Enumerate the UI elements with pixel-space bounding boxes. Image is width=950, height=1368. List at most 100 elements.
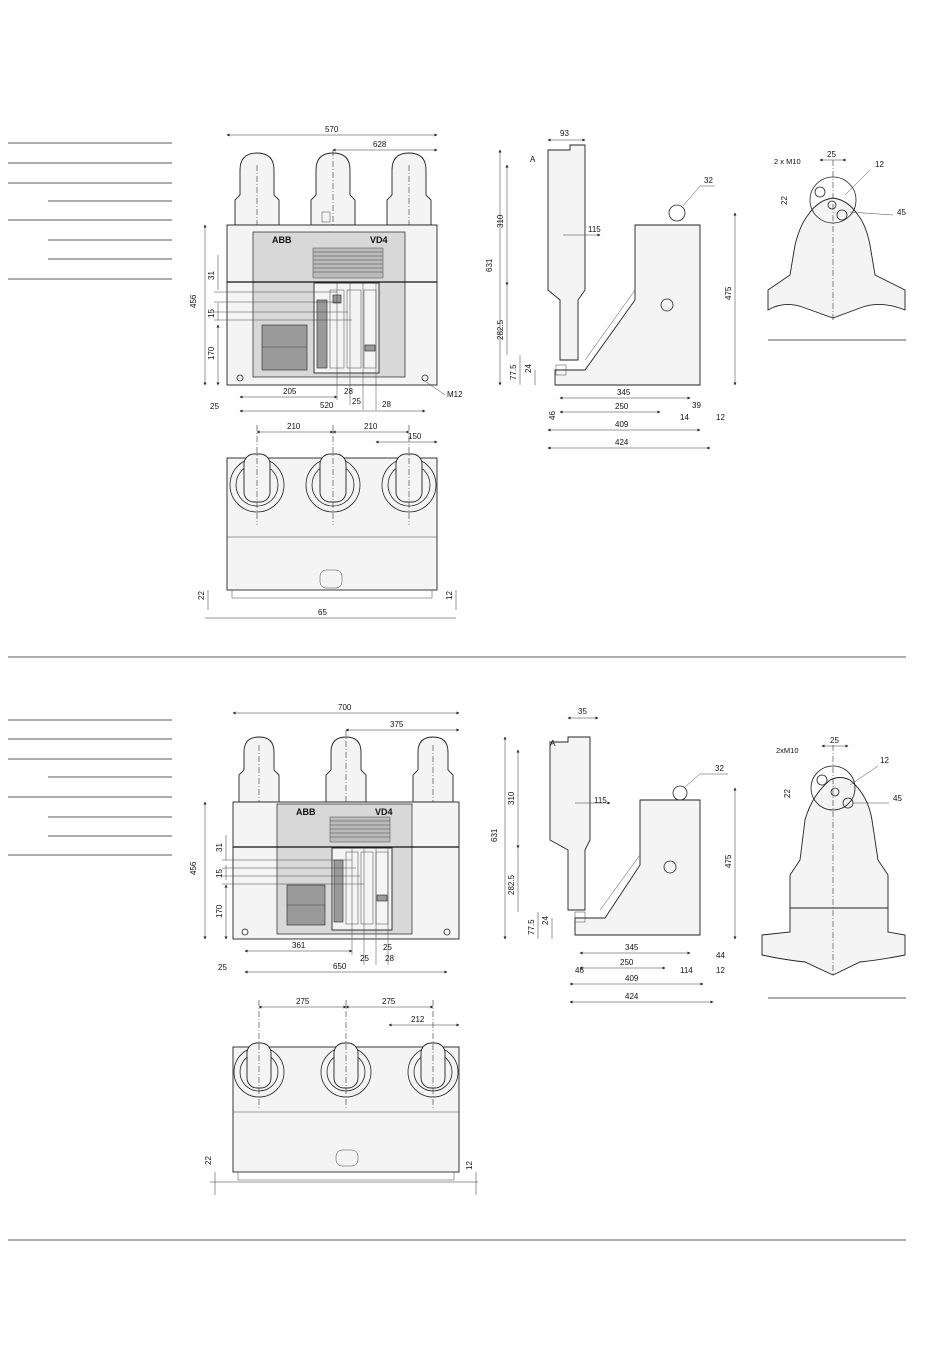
- dim-front2-25b: 25: [360, 954, 369, 963]
- dim-front2-width: 700: [338, 703, 352, 712]
- dim-side2-114: 114: [680, 966, 693, 975]
- dim-front1-height: 456: [189, 294, 198, 308]
- dim-front2-28: 28: [385, 954, 394, 963]
- dim-plan1-bottom: 65: [318, 608, 327, 617]
- dim-side2-424: 424: [625, 992, 639, 1001]
- dim-side1-top: 93: [560, 129, 569, 138]
- dim-front2-25off: 25: [218, 963, 227, 972]
- dim-front1-205: 205: [283, 387, 297, 396]
- dim-side1-475: 475: [724, 286, 733, 300]
- dim-side1-631: 631: [485, 258, 494, 272]
- section-2: ABB VD4 700: [8, 703, 906, 1241]
- dim-side1-14: 14: [680, 413, 689, 422]
- dim-front1-28a: 28: [344, 387, 353, 396]
- detail-view-1: 25 2 x M10 12 22 45: [767, 150, 906, 341]
- detail2-r: 12: [880, 756, 889, 765]
- legend-table-1: [8, 142, 172, 280]
- dim-plan1-h12: 12: [445, 591, 454, 600]
- dim-plan2-h22: 22: [204, 1156, 213, 1165]
- dim-front1-h170: 170: [207, 346, 216, 360]
- side-view-1: 93 A 631 310 282.5 77.5 24 115 32 475 34…: [485, 129, 737, 450]
- front-view-1: ABB VD4: [189, 125, 463, 413]
- dim-side1-409: 409: [615, 420, 629, 429]
- dim-front1-25off: 25: [210, 402, 219, 411]
- dim-side1-39: 39: [692, 401, 701, 410]
- dim-front2-h31: 31: [215, 843, 224, 852]
- dim-side2-631: 631: [490, 828, 499, 842]
- dim-side1-115: 115: [588, 225, 601, 234]
- label-side1-a: A: [530, 155, 536, 164]
- brand-logo-2: ABB: [296, 807, 316, 817]
- dim-front1-520: 520: [320, 401, 334, 410]
- detail2-w: 25: [830, 736, 839, 745]
- dim-side2-24: 24: [541, 916, 550, 925]
- legend-table-2: [8, 719, 172, 856]
- plan-view-2: 275 275 212 22 12: [204, 997, 478, 1195]
- front-bushings-1: [234, 150, 432, 226]
- dim-front1-bolt: M12: [447, 390, 463, 399]
- dim-side1-250: 250: [615, 402, 629, 411]
- dim-side1-12: 12: [716, 413, 725, 422]
- dim-side2-115: 115: [594, 796, 607, 805]
- dim-side1-46: 46: [548, 411, 557, 420]
- detail2-d: 45: [893, 794, 902, 803]
- front-dims-2: 700 375 456 31 15 170 361 25 25 28: [189, 703, 460, 974]
- dim-front1-width: 570: [325, 125, 339, 134]
- front-dims-1: 570 628 456 31 15 170 205 28 25 28: [189, 125, 463, 413]
- dim-side2-46: 46: [575, 966, 584, 975]
- control-panel-2: [331, 847, 393, 931]
- dim-plan2-p3: 212: [411, 1015, 425, 1024]
- dim-front2-h15: 15: [215, 869, 224, 878]
- dim-side2-409: 409: [625, 974, 639, 983]
- dim-front2-height: 456: [189, 861, 198, 875]
- section-1: ABB VD4: [8, 125, 906, 658]
- dim-side2-310: 310: [507, 791, 516, 805]
- front-bushings-2: [238, 730, 454, 803]
- detail2-holes: 2xM10: [776, 746, 799, 755]
- dim-plan1-p2: 210: [364, 422, 378, 431]
- dim-side1-310: 310: [496, 214, 505, 228]
- dim-side1-424: 424: [615, 438, 629, 447]
- vent-grille-1: [312, 247, 384, 279]
- dim-plan1-h22: 22: [197, 591, 206, 600]
- side-view-2: 35 A 631 310 282.5 77.5 24 115 32 475 34…: [490, 707, 737, 1004]
- brand-model-1: VD4: [370, 235, 388, 245]
- dim-plan1-p3: 150: [408, 432, 422, 441]
- vent-grille-2: [329, 816, 391, 843]
- detail2-h: 22: [783, 789, 792, 798]
- control-panel-1: [313, 282, 380, 374]
- dim-front2-h170: 170: [215, 904, 224, 918]
- dim-plan2-h12: 12: [465, 1161, 474, 1170]
- dim-side1-32: 32: [704, 176, 713, 185]
- dim-side1-24: 24: [524, 364, 533, 373]
- dim-side1-775: 77.5: [509, 364, 518, 380]
- label-side2-a: A: [550, 739, 556, 748]
- dim-side1-345: 345: [617, 388, 631, 397]
- dim-side2-44: 44: [716, 951, 725, 960]
- dim-front1-right: 628: [373, 140, 387, 149]
- dim-side2-top: 35: [578, 707, 587, 716]
- dim-plan2-p2: 275: [382, 997, 396, 1006]
- dim-side2-475: 475: [724, 854, 733, 868]
- dim-plan2-p1: 275: [296, 997, 310, 1006]
- dim-front1-25: 25: [352, 397, 361, 406]
- detail1-holes: 2 x M10: [774, 157, 801, 166]
- detail1-h: 22: [780, 196, 789, 205]
- dim-side1-2825: 282.5: [496, 319, 505, 340]
- detail-view-2: 25 2xM10 12 22 45: [761, 736, 906, 999]
- dim-front1-h31: 31: [207, 271, 216, 280]
- dim-plan1-p1: 210: [287, 422, 301, 431]
- detail1-w: 25: [827, 150, 836, 159]
- dim-front2-650: 650: [333, 962, 347, 971]
- dim-side2-32: 32: [715, 764, 724, 773]
- dim-side2-12: 12: [716, 966, 725, 975]
- brand-model-2: VD4: [375, 807, 393, 817]
- dim-front1-h15: 15: [207, 309, 216, 318]
- dim-front2-right: 375: [390, 720, 404, 729]
- dim-side2-775: 77.5: [527, 919, 536, 935]
- brand-logo-1: ABB: [272, 235, 292, 245]
- dim-front2-361: 361: [292, 941, 306, 950]
- dim-side2-2825: 282.5: [507, 874, 516, 895]
- dim-front2-25a: 25: [383, 943, 392, 952]
